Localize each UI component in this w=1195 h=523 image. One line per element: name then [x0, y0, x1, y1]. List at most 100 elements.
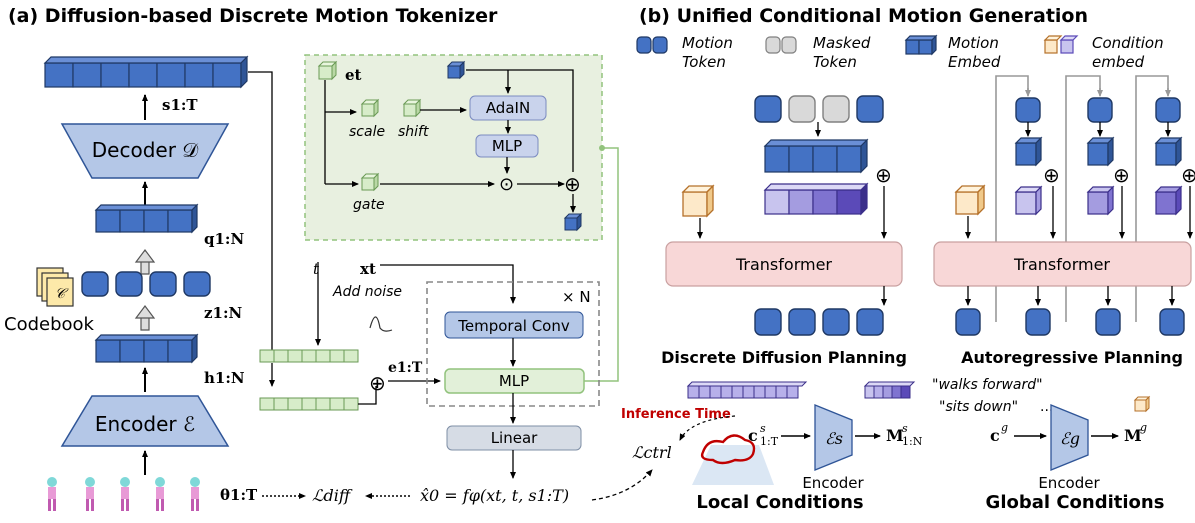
quantize-arrow: [134, 305, 156, 331]
global-c-sup: g: [1001, 421, 1008, 434]
odot-symbol: ⊙: [499, 174, 514, 195]
shift-label: shift: [398, 124, 429, 140]
ar-oplus: ⊕: [1043, 163, 1060, 187]
discrete-cond-cube: [681, 184, 715, 218]
discrete-output-tokens: [754, 308, 884, 336]
discrete-input-tokens: [754, 95, 884, 123]
adaln-mlp-label: MLP: [492, 137, 522, 155]
inference-time-label: Inference Time: [621, 407, 731, 422]
global-text2: "sits down": [939, 399, 1018, 415]
legend-motion-token-line2: Token: [682, 53, 726, 71]
legend-masked-token-line2: Token: [813, 53, 857, 71]
input-cube: [446, 60, 466, 80]
residual-line: [466, 69, 574, 172]
global-m-cube: [1133, 395, 1151, 413]
et-cube: [317, 60, 338, 81]
ar-output-tokens: [955, 308, 1185, 336]
local-encoder-label: Encoder: [802, 474, 864, 492]
condition-embed-icon: [1043, 35, 1079, 54]
local-m-bar: [863, 381, 916, 399]
denoiser-oplus: ⊕: [369, 371, 386, 395]
repeat-label: × N: [562, 288, 591, 306]
transformer-left: [665, 241, 903, 287]
denoiser-mlp-block: [444, 368, 585, 394]
local-encoder-block: [814, 404, 853, 471]
denoiser-mlp-label: MLP: [499, 372, 529, 390]
legend-motion-embed-line2: Embed: [948, 53, 1001, 71]
noise-icon: [369, 316, 393, 332]
connector-dot: [599, 145, 605, 151]
q-label: q1:N: [204, 230, 244, 248]
gate-label: gate: [353, 197, 385, 213]
h-token-bar: [94, 333, 199, 364]
z-tokens: [81, 271, 211, 297]
global-encoder-block: [1050, 404, 1089, 471]
panel-b-title: (b) Unified Conditional Motion Generatio…: [639, 5, 1088, 27]
ar-motion-embeds: [1014, 136, 1183, 167]
legend-condition-embed-line2: embed: [1092, 53, 1145, 71]
local-cond-bar: [686, 381, 808, 399]
quantize-arrow: [134, 249, 156, 275]
legend-masked-token-line1: Masked: [813, 34, 871, 52]
et-label: et: [345, 66, 362, 84]
e-label: e1:T: [388, 360, 423, 376]
discrete-oplus: ⊕: [875, 163, 892, 187]
masked-token-icon: [765, 36, 797, 54]
panel-a-title: (a) Diffusion-based Discrete Motion Toke…: [8, 5, 498, 27]
legend-motion-token-line1: Motion: [682, 34, 733, 52]
output-cube: [563, 212, 583, 232]
adain-label: AdaIN: [486, 99, 530, 117]
transformer-right: [933, 241, 1192, 287]
global-m-sup: g: [1140, 421, 1147, 434]
local-c-sub: 1:T: [760, 435, 779, 448]
transformer-right-label: Transformer: [1013, 255, 1110, 274]
add-noise-label: Add noise: [332, 284, 402, 300]
embed-bar-bottom: [259, 397, 359, 411]
local-m-label: M: [886, 426, 904, 445]
loss-diff-label: ℒdiff: [312, 486, 353, 505]
loss-ctrl-label: ℒctrl: [632, 443, 672, 462]
linear-label: Linear: [491, 429, 538, 447]
autoregressive-caption: Autoregressive Planning: [961, 348, 1183, 367]
scale-cube: [360, 98, 380, 118]
inference-arrow: [679, 415, 736, 441]
s-label: s1:T: [162, 96, 198, 114]
global-m-label: M: [1124, 426, 1142, 445]
global-ellipsis: ...: [1040, 399, 1053, 415]
theta-label: θ1:T: [220, 486, 258, 504]
ar-input-tokens: [1015, 97, 1181, 123]
encoder-label: Encoder ℰ: [95, 412, 195, 436]
decoder-block: [60, 123, 230, 179]
temporal-conv-label: Temporal Conv: [457, 317, 570, 335]
motion-characters: [47, 477, 200, 511]
trajectory-icon: [700, 434, 756, 465]
adaln-connector: [584, 147, 619, 382]
ar-cond-cube: [954, 184, 986, 216]
motion-embed-icon: [904, 34, 938, 56]
codebook-icon: [36, 267, 74, 307]
legend-condition-embed-line1: Condition: [1092, 34, 1164, 52]
discrete-motion-embed: [763, 138, 869, 174]
ar-loop-lines: [995, 75, 1169, 322]
local-m-sub: 1:N: [902, 435, 923, 448]
xt-label: xt: [360, 260, 376, 278]
h-label: h1:N: [204, 369, 245, 387]
global-text1: "walks forward": [932, 377, 1043, 393]
local-m-sup: s: [902, 422, 908, 435]
z-label: z1:N: [204, 304, 242, 322]
s-to-mlp-line: [248, 71, 273, 360]
global-c-label: c: [990, 426, 1000, 445]
codebook-label: Codebook: [4, 314, 95, 335]
ar-cond-embeds: [1014, 185, 1183, 216]
oplus-symbol: ⊕: [564, 172, 581, 196]
global-caption: Global Conditions: [986, 492, 1165, 513]
legend-motion-embed-line1: Motion: [948, 34, 999, 52]
temporal-conv-block: [444, 311, 584, 339]
t-label: t: [313, 260, 320, 278]
linear-block: [446, 425, 582, 451]
ar-oplus: ⊕: [1181, 163, 1195, 187]
discrete-cond-embed: [763, 182, 869, 216]
local-caption: Local Conditions: [696, 492, 863, 513]
q-token-bar: [94, 203, 199, 234]
